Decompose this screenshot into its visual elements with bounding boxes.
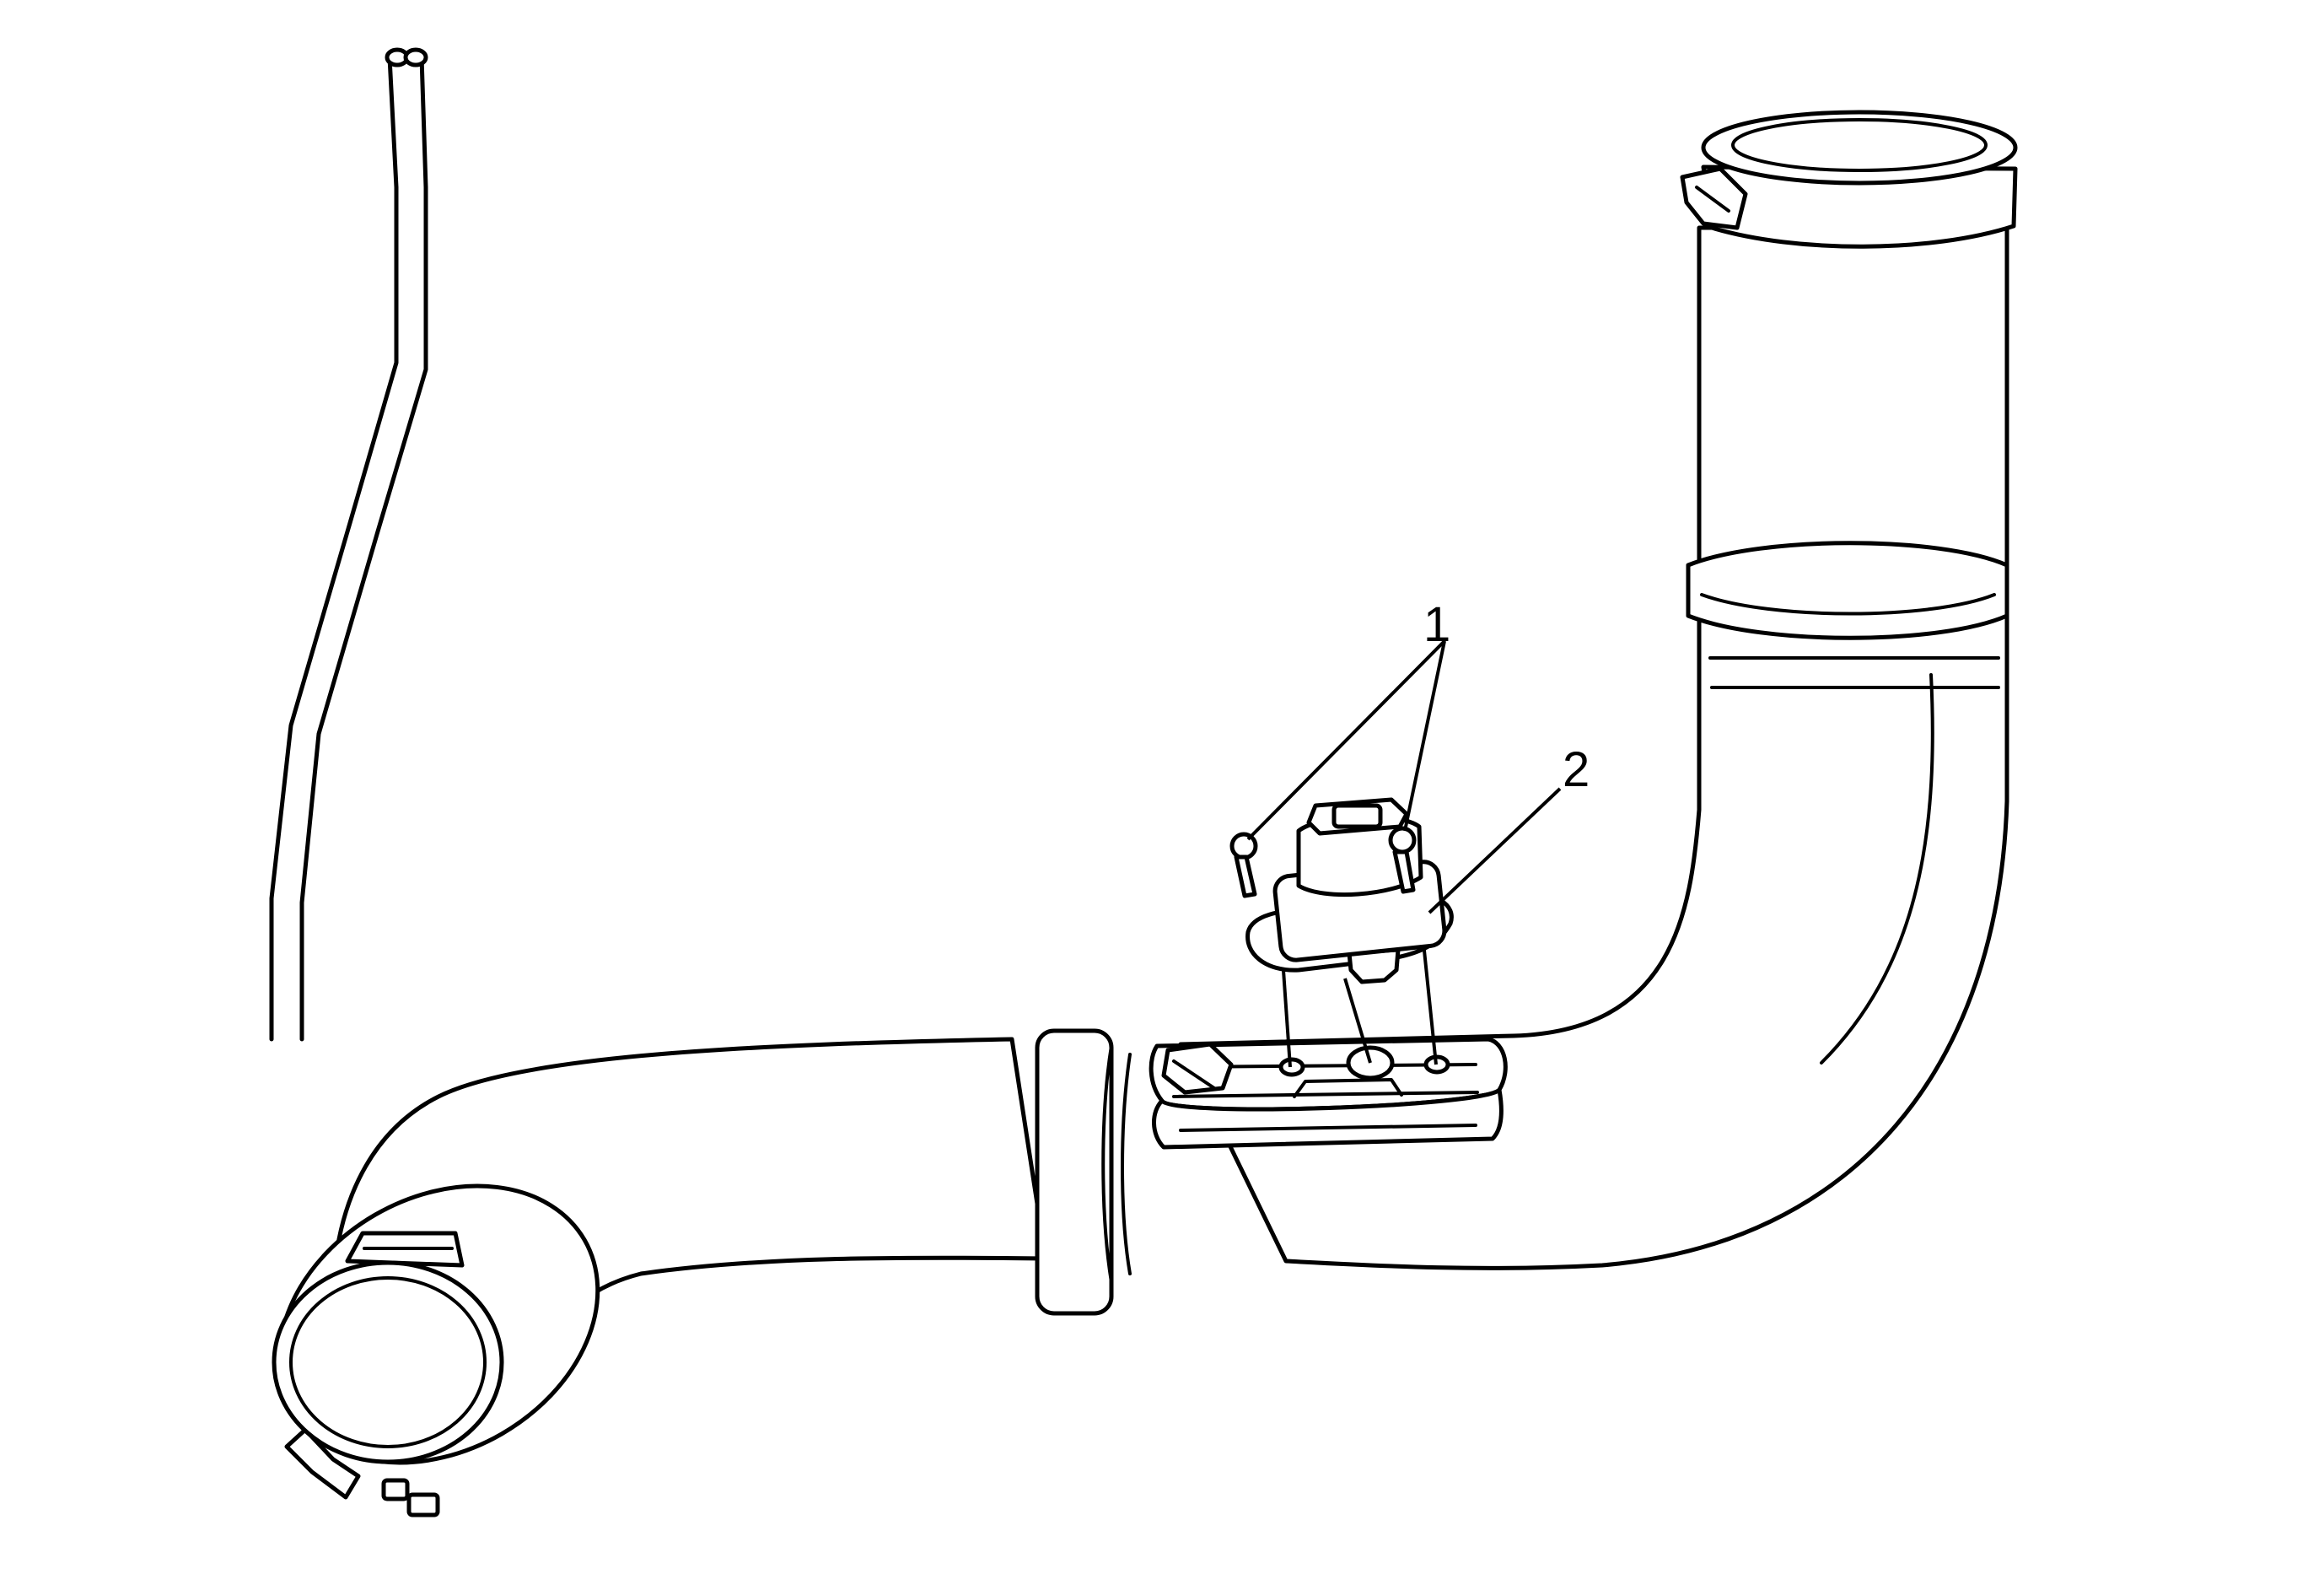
- pressure-sensor: [1245, 797, 1454, 1068]
- mounting-screw-left: [1229, 832, 1258, 898]
- inlet-clamp: [1680, 110, 2018, 249]
- vacuum-hose: [269, 47, 428, 1042]
- upper-tube: [1178, 225, 2009, 1270]
- outlet-opening: [272, 1260, 504, 1464]
- mounting-screw-right: [1388, 826, 1417, 894]
- upper-coupler: [1686, 541, 2009, 640]
- callout-1: 1: [1423, 597, 1450, 652]
- center-coupler: [1035, 1028, 1132, 1316]
- callout-leaders: [1246, 639, 1562, 914]
- callout-2: 2: [1563, 742, 1590, 797]
- sensor-boss: [1149, 1037, 1508, 1150]
